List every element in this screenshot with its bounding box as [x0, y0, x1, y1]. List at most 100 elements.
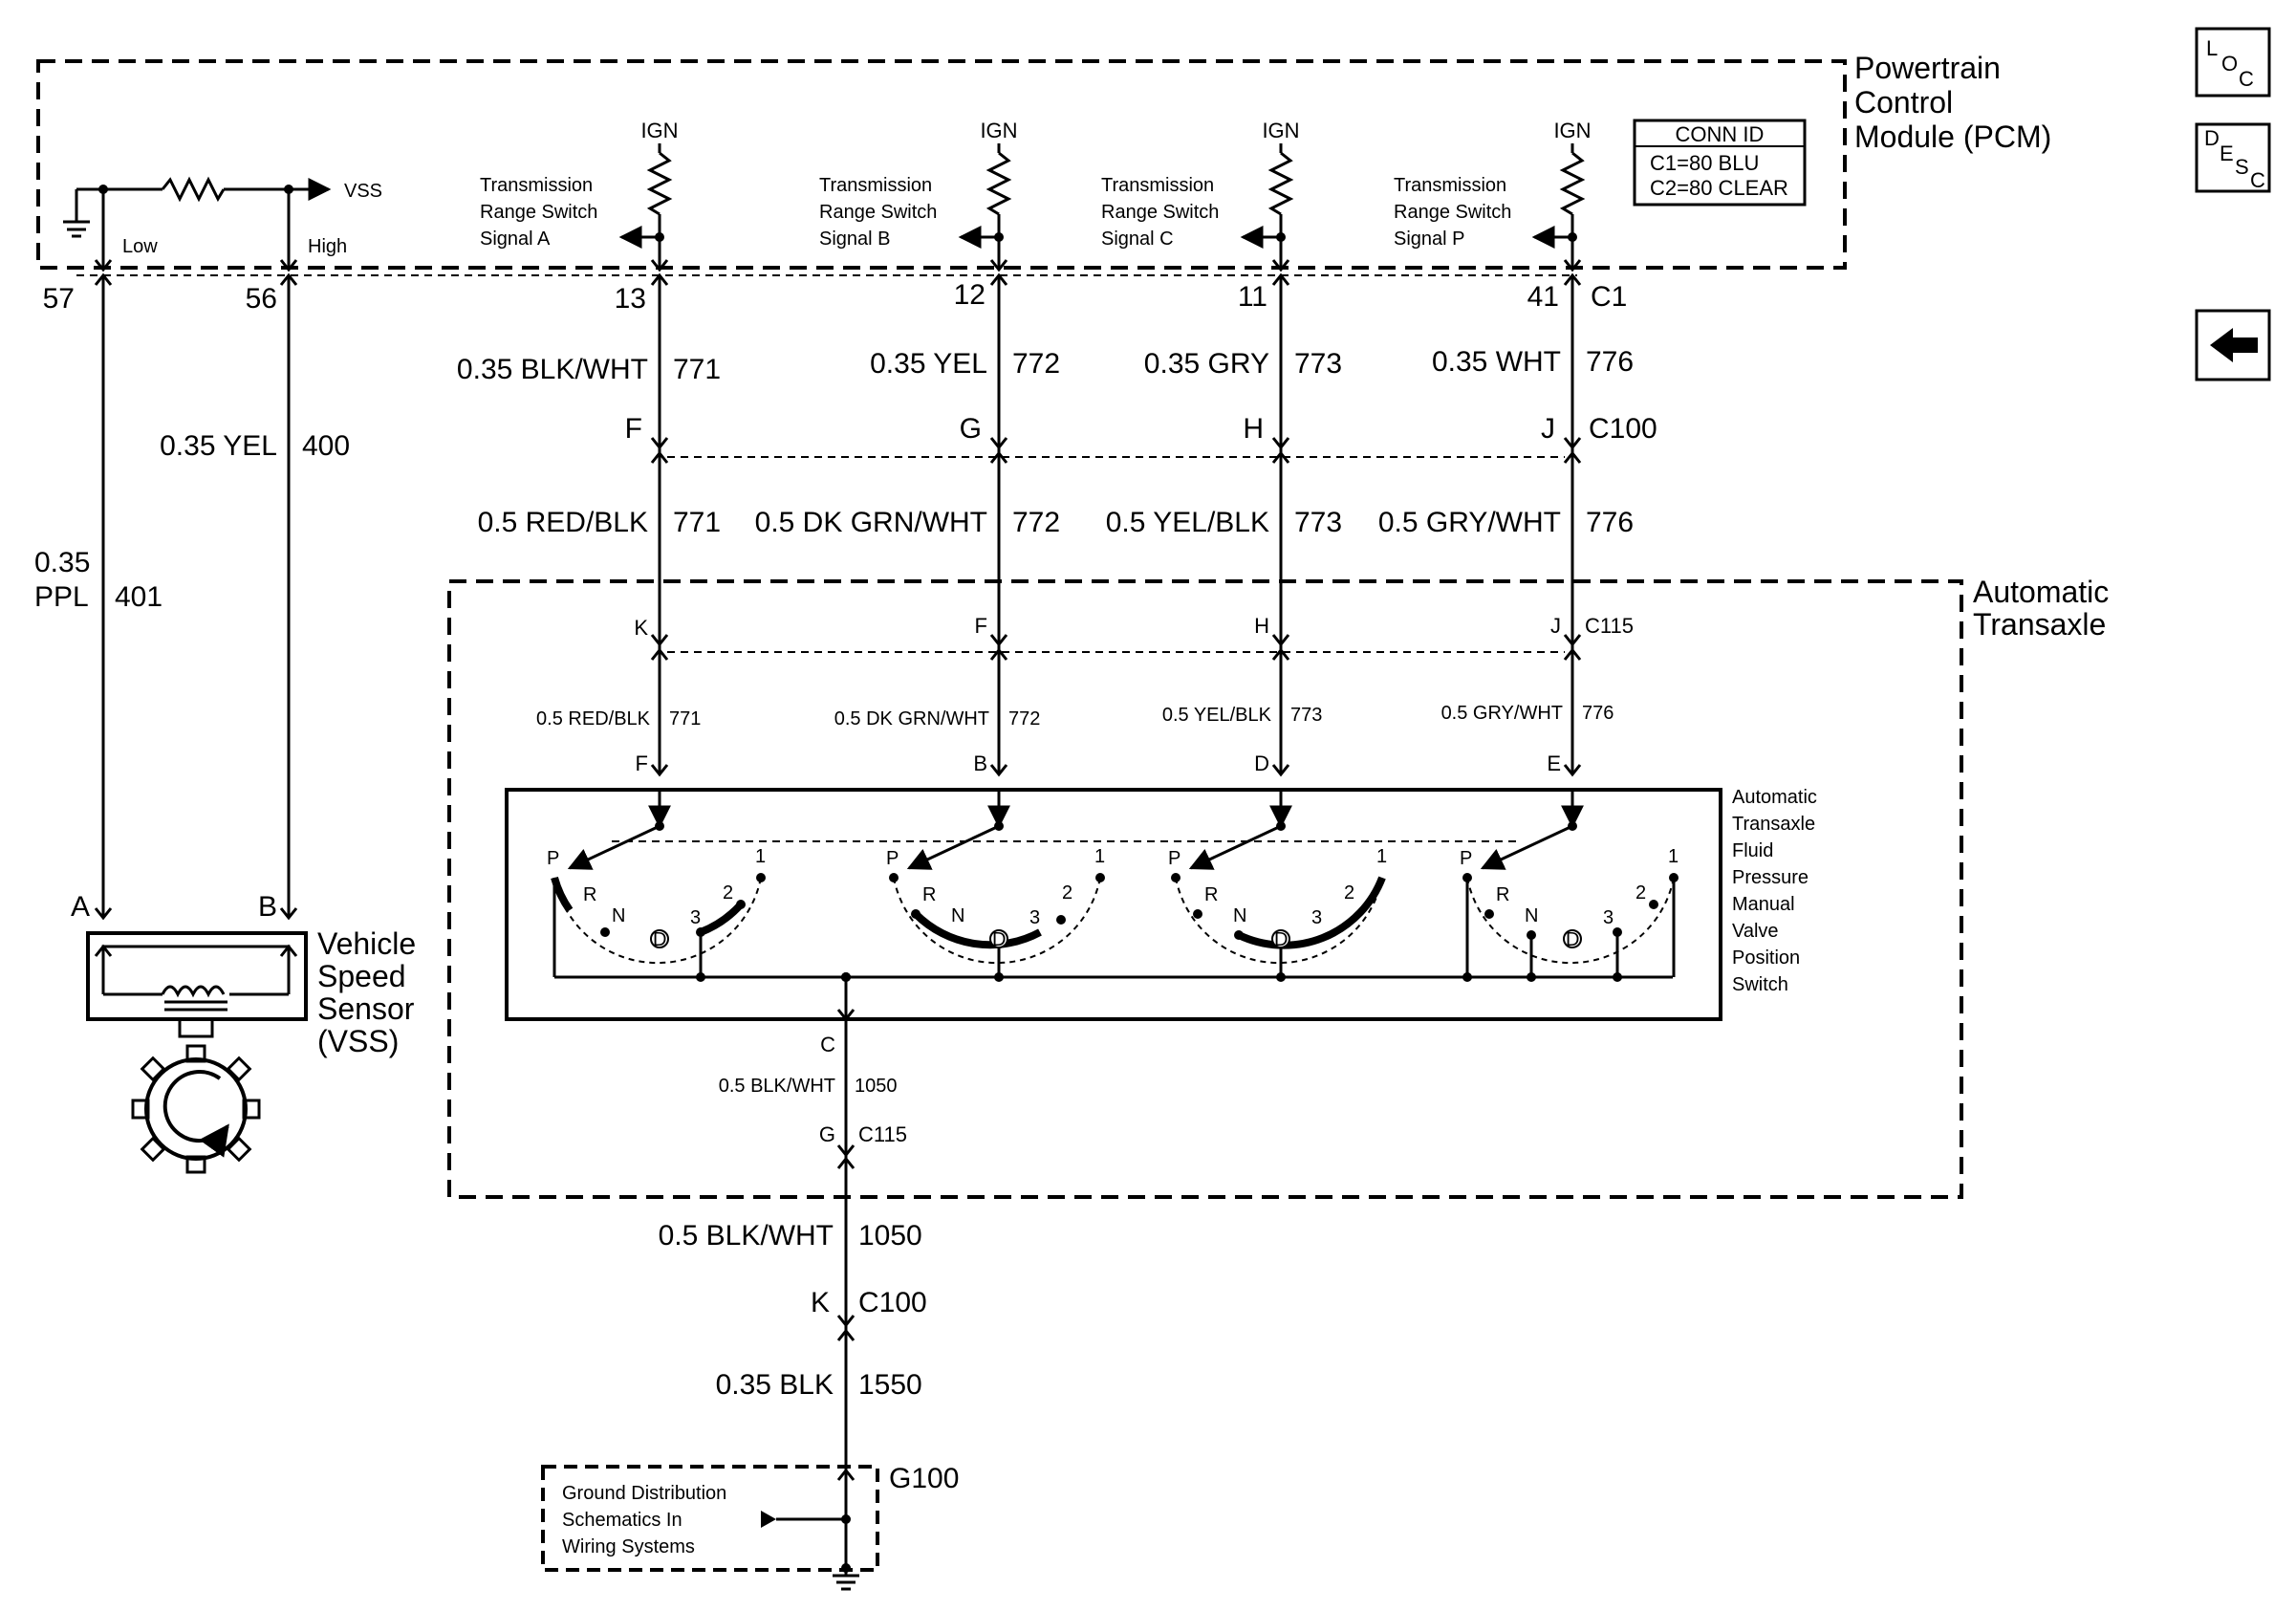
switch-pin-c: C: [820, 1033, 835, 1056]
pcm-connector-c1: C1: [1591, 281, 1627, 313]
c100-pin-j: J: [1541, 413, 1555, 445]
wire-776-lower-circuit: 776: [1582, 703, 1614, 724]
vss-label-line3: Sensor: [317, 991, 415, 1026]
switch-c-pos-1: 1: [1376, 846, 1387, 867]
switch-p-pos-1: 1: [1668, 846, 1679, 867]
location-button[interactable]: L O C: [2195, 27, 2271, 98]
ground-ref-line1: Ground Distribution: [562, 1483, 726, 1504]
switch-b-contacts: [889, 790, 1105, 977]
wire-401-circuit: 401: [115, 581, 162, 613]
back-arrow-icon: [2210, 328, 2258, 362]
signal-b-label-3: Signal B: [819, 229, 891, 250]
switch-a-pos-p: P: [547, 848, 559, 869]
vss-label-line2: Speed: [317, 959, 406, 993]
transaxle-label-line2: Transaxle: [1973, 607, 2106, 642]
wire-401-gauge: 0.35: [34, 547, 90, 578]
wire-773-lower-gauge: 0.5 YEL/BLK: [1162, 705, 1272, 726]
c115-pin-j: J: [1550, 614, 1561, 638]
wire-772-middle-gauge: 0.5 DK GRN/WHT: [755, 507, 987, 538]
ign-label-b: IGN: [980, 119, 1017, 142]
c115-pin-f: F: [975, 614, 987, 638]
pcm-pin-12: 12: [954, 279, 986, 311]
desc-letter-d: D: [2204, 126, 2220, 150]
ground-distribution-ref[interactable]: Ground Distribution Schematics In Wiring…: [541, 1465, 879, 1572]
pcm-vss-input-circuit: [63, 176, 332, 272]
wire-771-upper-circuit: 771: [673, 354, 721, 385]
vss-pin-a: A: [71, 891, 90, 923]
switch-pin-f: F: [636, 751, 648, 775]
switch-a-pos-2: 2: [723, 882, 733, 903]
switch-common-bus: [554, 972, 1673, 1013]
vss-pin-b: B: [258, 891, 277, 923]
signal-p-label-1: Transmission: [1394, 175, 1506, 196]
pcm-pin-13: 13: [615, 283, 646, 315]
ground-symbol-icon: [833, 1563, 859, 1591]
vss-high-label: High: [308, 236, 347, 257]
switch-a-pos-1: 1: [755, 846, 766, 867]
wire-1050-inner-circuit: 1050: [855, 1076, 898, 1097]
ground-ref-line2: Schematics In: [562, 1510, 682, 1531]
pcm-pin-57: 57: [43, 283, 75, 315]
wire-1050-outer-gauge: 0.5 BLK/WHT: [659, 1220, 834, 1252]
pcm-signal-pullup-a: [618, 143, 673, 272]
c115-pin-g: G: [819, 1122, 835, 1146]
wire-776-upper-circuit: 776: [1586, 346, 1634, 378]
switch-c-pos-2: 2: [1344, 882, 1354, 903]
c100-pin-f: F: [625, 413, 642, 445]
ground-wire: [836, 972, 856, 1568]
ign-label-a: IGN: [640, 119, 678, 142]
desc-letter-c: C: [2250, 168, 2265, 192]
switch-p-pos-2: 2: [1635, 882, 1646, 903]
signal-c-label-2: Range Switch: [1101, 202, 1219, 223]
back-button[interactable]: [2195, 309, 2271, 381]
wire-776-middle-circuit: 776: [1586, 507, 1634, 538]
signal-c-label-1: Transmission: [1101, 175, 1214, 196]
switch-p-contacts: [1462, 790, 1679, 977]
switch-a-pos-r: R: [583, 884, 596, 905]
signal-wires: [650, 272, 1582, 777]
conn-id-box: CONN ID C1=80 BLU C2=80 CLEAR: [1633, 119, 1807, 207]
wire-772-upper-gauge: 0.35 YEL: [870, 348, 987, 380]
wire-773-lower-circuit: 773: [1290, 705, 1322, 726]
switch-b-pos-2: 2: [1062, 882, 1072, 903]
signal-a-label-1: Transmission: [480, 175, 593, 196]
ign-label-p: IGN: [1553, 119, 1591, 142]
c100-pin-h: H: [1243, 413, 1264, 445]
description-button[interactable]: D E S C: [2195, 122, 2271, 193]
wire-771-lower-gauge: 0.5 RED/BLK: [536, 708, 651, 729]
wire-771-middle-circuit: 771: [673, 507, 721, 538]
switch-b-pos-3: 3: [1029, 907, 1040, 928]
switch-label-line4: Pressure: [1732, 867, 1809, 888]
wire-772-upper-circuit: 772: [1012, 348, 1060, 380]
ign-label-c: IGN: [1262, 119, 1299, 142]
switch-label-line3: Fluid: [1732, 840, 1773, 861]
wire-1550-circuit: 1550: [858, 1369, 922, 1401]
switch-p-pos-d: D: [1566, 929, 1579, 950]
switch-label-line2: Transaxle: [1732, 814, 1815, 835]
switch-a-pos-d: D: [653, 929, 666, 950]
conn-id-c2: C2=80 CLEAR: [1650, 176, 1788, 200]
pcm-label-line3: Module (PCM): [1854, 120, 2051, 154]
pcm-signal-pullup-c: [1240, 143, 1294, 272]
switch-label-line8: Switch: [1732, 974, 1788, 995]
switch-label-line7: Position: [1732, 947, 1800, 969]
wire-1550-gauge: 0.35 BLK: [716, 1369, 834, 1401]
desc-letter-s: S: [2235, 155, 2249, 179]
loc-letter-o: O: [2221, 52, 2238, 76]
switch-b-pos-1: 1: [1094, 846, 1105, 867]
vss-low-label: Low: [122, 236, 158, 257]
wire-401-color: PPL: [34, 581, 89, 613]
conn-id-title: CONN ID: [1676, 122, 1765, 146]
signal-a-label-3: Signal A: [480, 229, 551, 250]
switch-c-pos-d: D: [1274, 929, 1288, 950]
vehicle-speed-sensor-icon: [86, 931, 308, 1174]
switch-c-pos-r: R: [1204, 884, 1218, 905]
switch-c-contacts: [1171, 790, 1386, 977]
pcm-label-line1: Powertrain: [1854, 51, 2001, 85]
wire-772-lower-circuit: 772: [1008, 708, 1040, 729]
wire-771-middle-gauge: 0.5 RED/BLK: [478, 507, 648, 538]
switch-b-pos-d: D: [992, 929, 1006, 950]
transaxle-label-line1: Automatic: [1973, 575, 2109, 609]
c100-pin-k: K: [811, 1287, 830, 1318]
transaxle-boundary: [447, 579, 1963, 1199]
